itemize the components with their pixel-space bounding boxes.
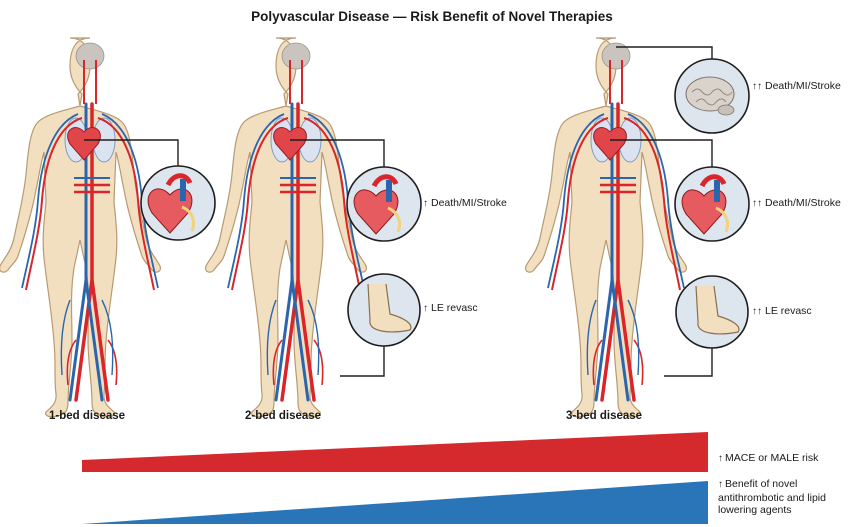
legend-risk: ↑MACE or MALE risk xyxy=(718,452,818,466)
label-2bed-heart: ↑Death/MI/Stroke xyxy=(423,197,507,210)
label-2bed-foot: ↑LE revasc xyxy=(423,302,478,315)
label-text: Death/MI/Stroke xyxy=(431,197,507,209)
connector-3bed-foot xyxy=(664,346,712,376)
human-body-2 xyxy=(206,38,367,417)
caption-3-bed: 3-bed disease xyxy=(566,410,642,422)
human-body-3 xyxy=(526,38,687,417)
arrow-up-icon: ↑ xyxy=(718,453,723,464)
heart-vessel-vein xyxy=(180,179,186,201)
double-arrow-up-icon: ↑↑ xyxy=(752,198,762,209)
human-body-1 xyxy=(0,38,160,417)
heart-vessel-vein xyxy=(714,180,720,202)
legend-risk-text: MACE or MALE risk xyxy=(725,452,818,464)
figure-title: Polyvascular Disease — Risk Benefit of N… xyxy=(0,9,864,24)
caption-1-bed: 1-bed disease xyxy=(49,410,125,422)
double-arrow-up-icon: ↑↑ xyxy=(752,81,762,92)
brain-shape xyxy=(76,43,104,69)
double-arrow-up-icon: ↑↑ xyxy=(752,306,762,317)
legend-benefit-line: lowering agents xyxy=(718,504,826,517)
label-3bed-foot: ↑↑LE revasc xyxy=(752,305,812,318)
brain-shape xyxy=(282,43,310,69)
heart-vessel-vein xyxy=(386,180,392,202)
legend-benefit-line: antithrombotic and lipid xyxy=(718,492,826,505)
legend-benefit-line: Benefit of novel xyxy=(725,478,797,490)
label-text: LE revasc xyxy=(431,302,478,314)
connector-3bed-brain xyxy=(616,47,712,62)
arrow-up-icon: ↑ xyxy=(423,303,428,314)
label-3bed-brain: ↑↑Death/MI/Stroke xyxy=(752,80,841,93)
arrow-up-icon: ↑ xyxy=(718,479,723,490)
label-text: Death/MI/Stroke xyxy=(765,80,841,92)
label-text: Death/MI/Stroke xyxy=(765,197,841,209)
arrow-up-icon: ↑ xyxy=(423,198,428,209)
benefit-wedge xyxy=(82,481,708,524)
label-3bed-heart: ↑↑Death/MI/Stroke xyxy=(752,197,841,210)
cerebellum xyxy=(718,105,734,115)
risk-wedge xyxy=(82,432,708,472)
legend-benefit: ↑Benefit of novel antithrombotic and lip… xyxy=(718,478,826,517)
caption-2-bed: 2-bed disease xyxy=(245,410,321,422)
label-text: LE revasc xyxy=(765,305,812,317)
connector-2bed-foot xyxy=(340,346,384,376)
